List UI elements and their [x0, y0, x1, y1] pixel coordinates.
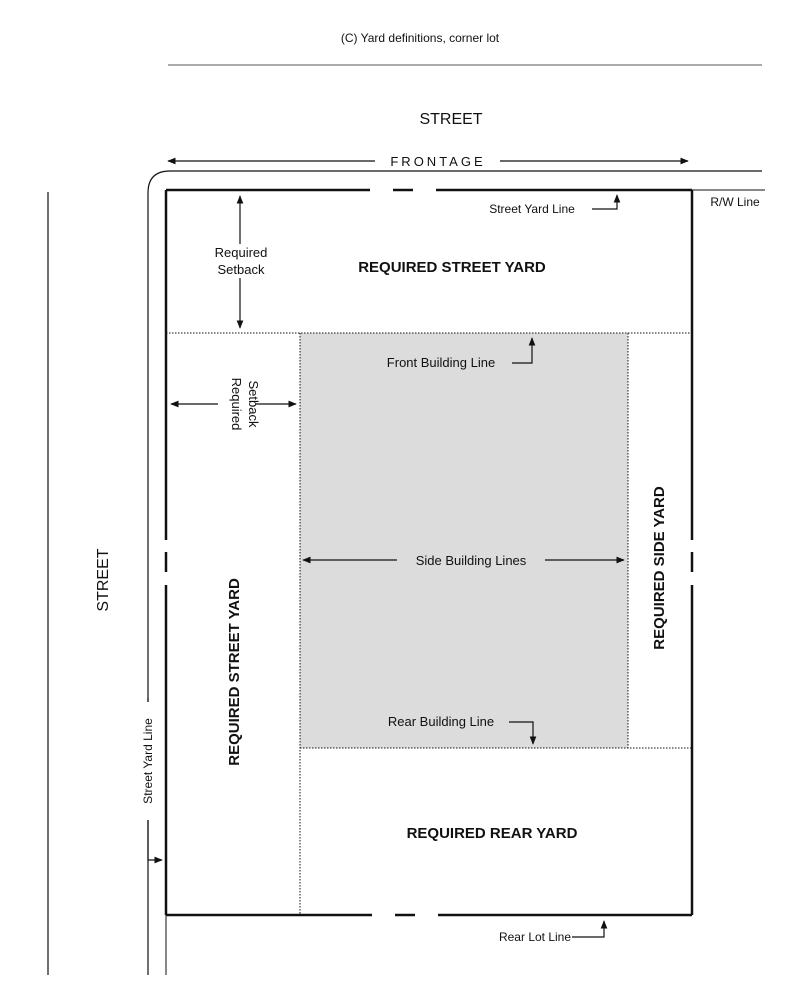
required-setback-top-line2: Setback	[218, 262, 265, 277]
rear-building-line-leader	[509, 721, 537, 745]
street-yard-line-top-label: Street Yard Line	[489, 202, 575, 216]
street-left-label: STREET	[95, 548, 112, 611]
rear-building-line-label: Rear Building Line	[388, 714, 494, 729]
rw-line-label: R/W Line	[710, 195, 760, 209]
front-building-line-leader	[512, 337, 536, 364]
buildable-area	[300, 333, 628, 748]
rw-line	[147, 170, 762, 975]
frontage-label: FRONTAGE	[390, 154, 485, 169]
lot-lines	[164, 188, 694, 917]
required-street-yard-side-label: REQUIRED STREET YARD	[226, 578, 243, 766]
required-setback-left-line2: Setback	[246, 381, 261, 428]
required-rear-yard-label: REQUIRED REAR YARD	[407, 825, 578, 842]
street-yard-line-left-label: Street Yard Line	[141, 718, 155, 804]
required-setback-left-line1: Required	[229, 378, 244, 431]
rear-lot-line-label: Rear Lot Line	[499, 930, 571, 944]
front-building-line-label: Front Building Line	[387, 355, 495, 370]
diagram-title: (C) Yard definitions, corner lot	[341, 31, 500, 45]
street-top-label: STREET	[419, 111, 482, 128]
required-street-yard-top-label: REQUIRED STREET YARD	[358, 259, 546, 276]
street-yard-line-top-leader	[592, 194, 621, 210]
required-setback-top-line1: Required	[215, 245, 268, 260]
rear-lot-line-leader	[572, 920, 608, 938]
street-yard-line-left-hook	[147, 848, 163, 864]
side-building-lines-label: Side Building Lines	[416, 553, 527, 568]
required-side-yard-label: REQUIRED SIDE YARD	[651, 486, 668, 650]
